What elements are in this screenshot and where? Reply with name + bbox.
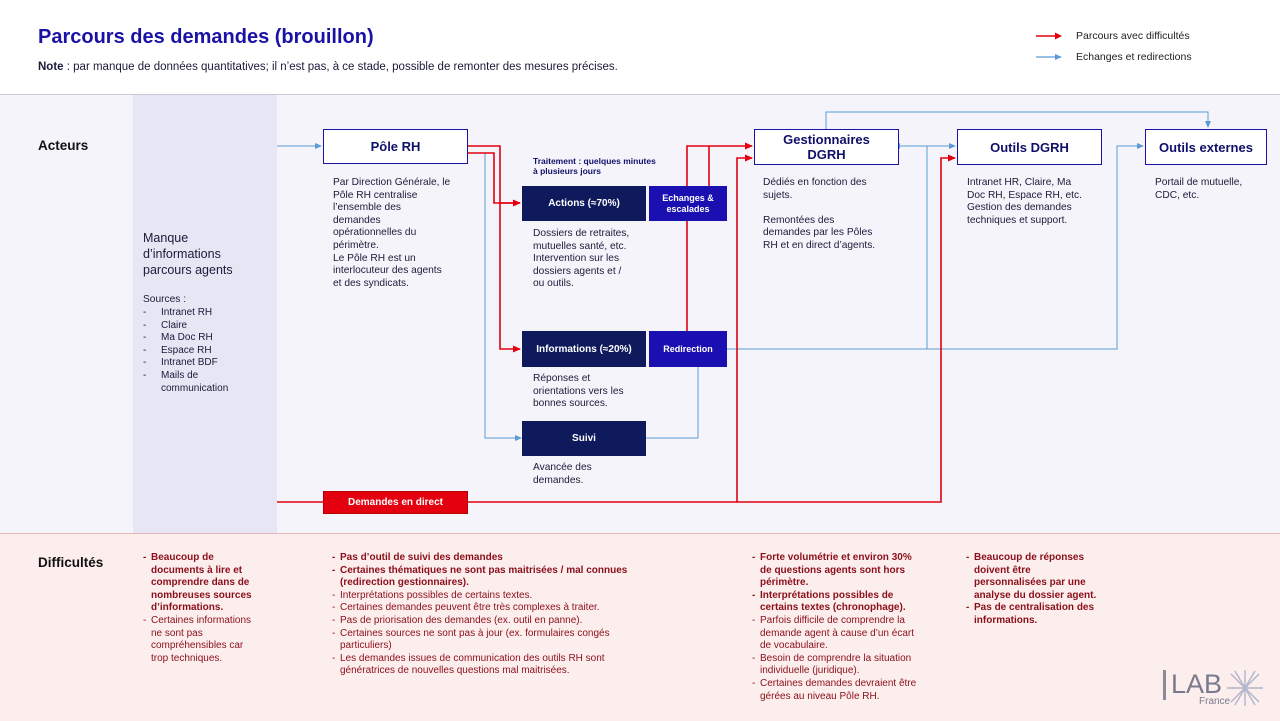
actions-box: Actions (≈70%) [522,186,646,221]
agents-column [133,95,277,533]
row-label-difficulties: Difficultés [38,555,104,570]
suivi-box: Suivi [522,421,646,456]
informations-box: Informations (≈20%) [522,331,646,367]
page-note: Note : par manque de données quantitativ… [38,61,618,73]
outils-externes-box: Outils externes [1145,129,1267,165]
note-label: Note [38,61,64,73]
line-gest-to-externes [825,111,1211,129]
row-label-actors: Acteurs [38,138,89,153]
difficulties-col-4: -Beaucoup de réponses doivent être perso… [966,552,1126,628]
red-arrow-icon [1036,32,1062,40]
list-item: -Intranet BDF [143,357,218,369]
list-item: -Intranet RH [143,307,213,318]
sources-list: -Intranet RH -Claire -Ma Doc RH -Espace … [143,307,273,395]
pole-rh-description: Par Direction Générale, le Pôle RH centr… [333,177,451,289]
echanges-box: Echanges & escalades [649,186,727,221]
list-item: -Pas de priorisation des demandes (ex. o… [332,614,583,626]
list-item: -Pas de centralisation des informations. [966,602,1095,626]
legend-item-difficulties: Parcours avec difficultés [1036,30,1190,42]
outils-dgrh-description: Intranet HR, Claire, Ma Doc RH, Espace R… [967,177,1082,226]
list-item: -Certaines sources ne sont pas à jour (e… [332,627,610,652]
informations-description: Réponses et orientations vers les bonnes… [533,373,624,410]
list-item: -Certaines informations ne sont pas comp… [143,614,252,664]
page-title: Parcours des demandes (brouillon) [38,26,374,48]
list-item: -Espace RH [143,344,212,356]
difficulties-col-2: -Pas d’outil de suivi des demandes -Cert… [332,552,652,678]
list-item: -Claire [143,319,188,331]
list-item: -Certaines thématiques ne sont pas maitr… [332,564,628,589]
gestionnaires-box: Gestionnaires DGRH [754,129,899,165]
list-item: -Parfois difficile de comprendre la dema… [752,614,914,652]
list-item: -Beaucoup de documents à lire et compren… [143,552,252,614]
actions-description: Dossiers de retraites, mutuelles santé, … [533,228,630,290]
red-echanges-to-gest [686,142,753,349]
logo-sub-text: France [1199,696,1231,707]
red-pole-out [468,145,521,353]
list-item: -Forte volumétrie et environ 30% de ques… [752,552,912,589]
red-agents-direct [277,154,753,503]
difficulties-col-1: -Beaucoup de documents à lire et compren… [143,552,268,665]
note-text: : par manque de données quantitatives; i… [63,61,618,73]
list-item: -Interprétations possibles de certains t… [752,589,906,614]
list-item: -Beaucoup de réponses doivent être perso… [966,552,1097,601]
treatment-label: Traitement : quelques minutes à plusieur… [533,156,656,176]
sources-label: Sources : [143,294,187,305]
list-item: -Besoin de comprendre la situation indiv… [752,652,912,677]
list-item: -Certaines demandes peuvent être très co… [332,602,600,614]
list-item: -Mails de communication [143,369,229,394]
line-suivi-to-redirection [646,367,699,439]
list-item: -Les demandes issues de communication de… [332,652,605,677]
outils-externes-description: Portail de mutuelle, CDC, etc. [1155,177,1243,201]
list-item: -Interprétations possibles de certains t… [332,589,533,601]
blue-arrow-icon [1036,54,1062,60]
outils-dgrh-box: Outils DGRH [957,129,1102,165]
pole-rh-box: Pôle RH [323,129,468,164]
legend-item-redirections: Echanges et redirections [1036,51,1192,63]
legend-label: Parcours avec difficultés [1076,30,1190,42]
logo-mark-icon [1227,670,1263,706]
lab-logo: LAB France [1163,669,1263,707]
redirection-box: Redirection [649,331,727,367]
difficulties-band [0,533,1280,721]
red-direct-to-outils [737,154,956,503]
side-title: Manque d’informations parcours agents [143,231,233,277]
legend-label: Echanges et redirections [1076,51,1192,63]
suivi-description: Avancée des demandes. [533,462,592,486]
difficulties-col-3: -Forte volumétrie et environ 30% de ques… [752,552,952,703]
demandes-direct-box: Demandes en direct [323,491,468,514]
red-pole-to-actions [468,152,521,207]
list-item: -Ma Doc RH [143,332,213,344]
gestionnaires-description: Dédiés en fonction des sujets. Remontées… [763,177,876,251]
list-item: -Pas d’outil de suivi des demandes [332,552,503,563]
line-redirection-out [727,143,1144,350]
list-item: -Certaines demandes devraient être gérée… [752,677,917,702]
logo-main-text: LAB [1171,669,1222,699]
